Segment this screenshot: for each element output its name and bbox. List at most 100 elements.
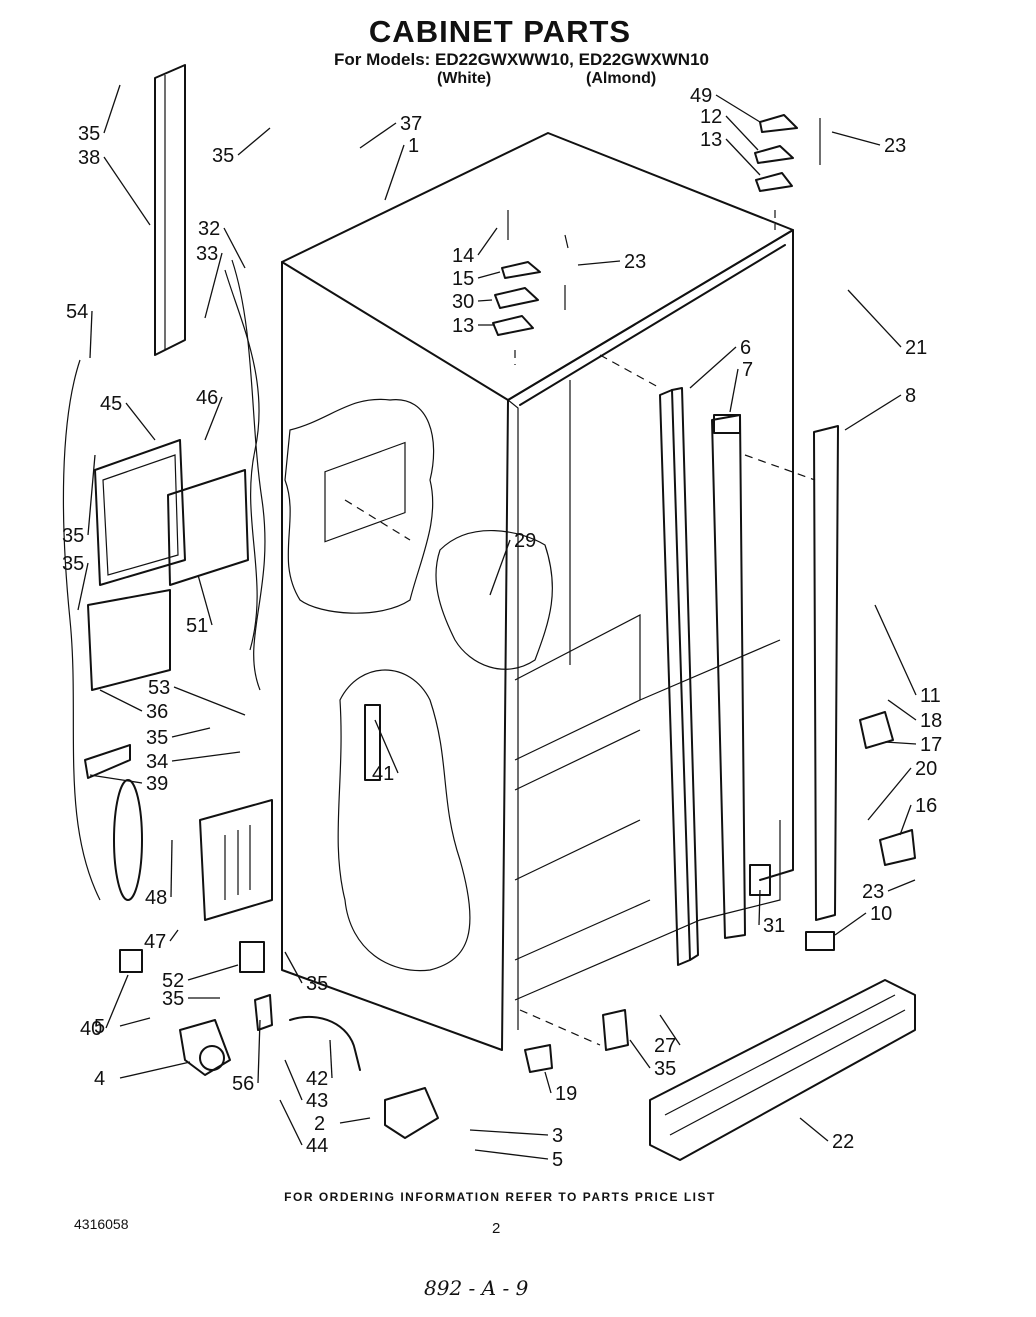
callout-number: 44	[306, 1135, 328, 1157]
callout-leader	[119, 1017, 151, 1027]
callout-number: 35	[162, 988, 184, 1010]
callout-number: 23	[884, 135, 906, 157]
callout-number: 4	[94, 1068, 105, 1090]
callout-leader	[339, 1117, 371, 1124]
callout-leader	[831, 131, 881, 146]
callout-number: 37	[400, 113, 422, 135]
callout-number: 33	[196, 243, 218, 265]
callout-number: 43	[306, 1090, 328, 1112]
callout-number: 10	[870, 903, 892, 925]
callout-leader	[77, 562, 89, 611]
callout-number: 41	[372, 763, 394, 785]
callout-leader	[799, 1117, 829, 1142]
callout-leader	[844, 394, 902, 431]
callout-number: 27	[654, 1035, 676, 1057]
callout-number: 35	[212, 145, 234, 167]
callout-number: 29	[514, 530, 536, 552]
callout-leader	[119, 1061, 191, 1079]
callout-leader	[171, 751, 241, 762]
callout-leader	[874, 604, 917, 696]
callout-leader	[725, 115, 759, 151]
callout-number: 35	[306, 973, 328, 995]
callout-leader	[847, 289, 902, 348]
callout-leader	[374, 719, 399, 774]
callout-leader	[279, 1099, 303, 1146]
callout-number: 16	[915, 795, 937, 817]
hinge-parts-top	[492, 114, 821, 336]
callout-leader	[171, 727, 211, 738]
callout-leader	[689, 346, 737, 389]
document-number: 4316058	[74, 1216, 129, 1232]
callout-number: 53	[148, 677, 170, 699]
callout-number: 11	[920, 685, 941, 707]
callout-number: 46	[196, 387, 218, 409]
callout-leader	[477, 299, 493, 302]
callout-number: 40	[80, 1018, 102, 1040]
cabinet-shell	[281, 132, 794, 1051]
callout-number: 15	[452, 268, 474, 290]
callout-number: 14	[452, 245, 474, 267]
callout-number: 39	[146, 773, 168, 795]
callout-leader	[89, 310, 93, 359]
callout-number: 38	[78, 147, 100, 169]
callout-leader	[284, 1059, 303, 1101]
callout-number: 48	[145, 887, 167, 909]
callout-leader	[359, 122, 397, 149]
callout-number: 49	[690, 85, 712, 107]
callout-number: 35	[654, 1058, 676, 1080]
callout-leader	[729, 368, 739, 413]
callout-leader	[887, 699, 917, 721]
callout-leader	[173, 686, 246, 716]
callout-number: 19	[555, 1083, 577, 1105]
callout-number: 2	[314, 1113, 325, 1135]
callout-number: 42	[306, 1068, 328, 1090]
callout-number: 54	[66, 301, 88, 323]
callout-leader	[659, 1014, 681, 1046]
callout-leader	[329, 1039, 333, 1079]
callout-leader	[257, 1019, 261, 1084]
callout-leader	[477, 271, 501, 279]
callout-number: 7	[742, 359, 753, 381]
callout-number: 35	[62, 553, 84, 575]
page-number: 2	[492, 1220, 501, 1237]
callout-number: 13	[700, 129, 722, 151]
callout-number: 36	[146, 701, 168, 723]
callout-leader	[284, 951, 303, 984]
callout-leader	[223, 227, 246, 269]
callout-leader	[474, 1149, 549, 1160]
callout-number: 13	[452, 315, 474, 337]
callout-leader	[384, 144, 405, 201]
callout-number: 22	[832, 1131, 854, 1153]
callout-number: 5	[552, 1149, 563, 1171]
callout-number: 12	[700, 106, 722, 128]
left-side-components	[62, 259, 273, 973]
callout-leader	[887, 879, 916, 892]
callout-number: 51	[186, 615, 208, 637]
callout-number: 47	[144, 931, 166, 953]
handwritten-code: 892 - A - 9	[424, 1276, 529, 1300]
callout-number: 35	[78, 123, 100, 145]
finish-almond-label: (Almond)	[586, 70, 657, 87]
models-line: For Models: ED22GWXWW10, ED22GWXWN10	[334, 50, 709, 69]
finish-white-label: (White)	[437, 70, 492, 87]
callout-leader	[725, 138, 761, 176]
callout-number: 5	[94, 1016, 105, 1038]
callout-leader	[105, 974, 129, 1029]
callout-number: 52	[162, 970, 184, 992]
callout-leader	[758, 889, 761, 926]
callout-number: 31	[763, 915, 785, 937]
callout-number: 56	[232, 1073, 254, 1095]
callout-leader	[629, 1039, 651, 1069]
callout-leader	[170, 839, 173, 898]
callout-leader	[103, 84, 121, 134]
callout-number: 34	[146, 751, 168, 773]
callout-leader	[867, 767, 912, 821]
callout-number: 23	[624, 251, 646, 273]
callout-number: 3	[552, 1125, 563, 1147]
callout-leader	[884, 741, 917, 745]
bottom-components	[179, 711, 916, 1161]
callout-leader	[103, 156, 151, 226]
alignment-lines	[344, 210, 816, 541]
